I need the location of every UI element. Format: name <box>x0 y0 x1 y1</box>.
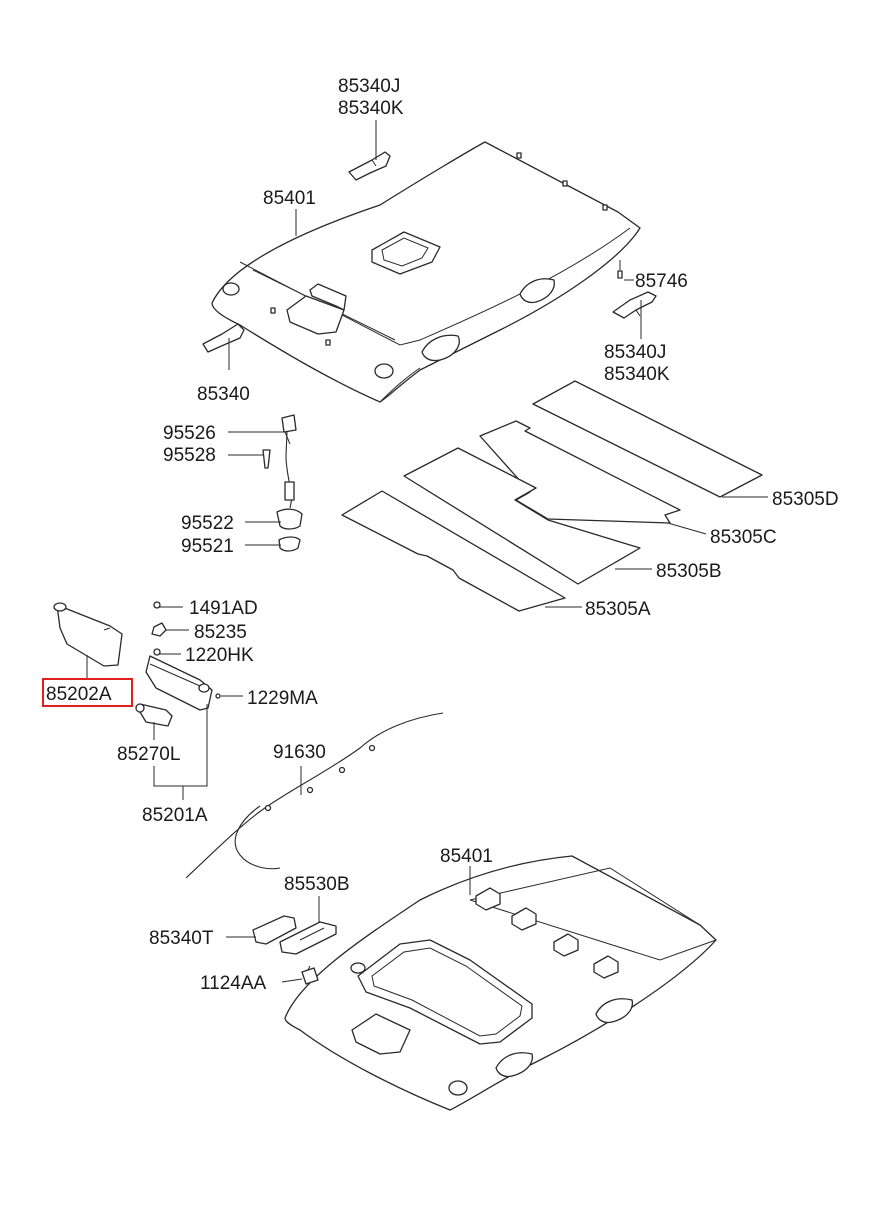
bolt-1124AA[interactable] <box>301 965 319 985</box>
antenna-harness[interactable] <box>262 414 303 552</box>
label-85305C[interactable]: 85305C <box>710 527 777 548</box>
label-85305A[interactable]: 85305A <box>585 599 651 620</box>
label-85305B[interactable]: 85305B <box>656 561 722 582</box>
roof-wiring-91630[interactable] <box>185 712 444 879</box>
label-85305D[interactable]: 85305D <box>772 489 839 510</box>
label-85270L[interactable]: 85270L <box>117 744 180 765</box>
label-85530B[interactable]: 85530B <box>284 874 350 895</box>
label-95528[interactable]: 95528 <box>163 445 216 466</box>
assist-handle-top[interactable] <box>348 151 391 181</box>
headlining-top[interactable] <box>211 141 641 403</box>
label-85401-bottom[interactable]: 85401 <box>440 846 493 867</box>
label-85340K-top[interactable]: 85340K <box>338 98 404 119</box>
pad-85305A[interactable] <box>341 490 566 612</box>
label-1491AD[interactable]: 1491AD <box>189 598 258 619</box>
label-85235[interactable]: 85235 <box>194 622 247 643</box>
visor-bracket-85235[interactable] <box>151 601 221 699</box>
leader-lines <box>86 120 768 983</box>
highlight-box <box>42 678 133 707</box>
label-91630[interactable]: 91630 <box>273 742 326 763</box>
label-1229MA[interactable]: 1229MA <box>247 688 318 709</box>
label-1124AA[interactable]: 1124AA <box>200 973 267 994</box>
label-85340J-top[interactable]: 85340J <box>338 76 400 97</box>
label-95526[interactable]: 95526 <box>163 423 216 444</box>
assist-handle-right[interactable] <box>612 291 657 319</box>
label-85340J-right[interactable]: 85340J <box>604 342 666 363</box>
label-95522[interactable]: 95522 <box>181 513 234 534</box>
sunvisor-85201A[interactable] <box>145 655 213 711</box>
label-85746[interactable]: 85746 <box>635 271 688 292</box>
pad-85305D[interactable] <box>532 380 763 498</box>
label-85340T[interactable]: 85340T <box>149 928 214 949</box>
screw-85746[interactable] <box>617 260 623 279</box>
label-95521[interactable]: 95521 <box>181 536 234 557</box>
label-85340K-right[interactable]: 85340K <box>604 364 670 385</box>
label-85401-top[interactable]: 85401 <box>263 188 316 209</box>
label-85202A[interactable]: 85202A <box>46 684 112 705</box>
bracket-85530B[interactable] <box>279 921 337 955</box>
visor-holder-85270L[interactable] <box>135 703 173 727</box>
assist-handle-85340T[interactable] <box>252 915 297 945</box>
pad-85305B[interactable] <box>403 447 641 585</box>
assist-handle-left[interactable] <box>202 323 245 353</box>
label-1220HK[interactable]: 1220HK <box>185 645 254 666</box>
label-85340[interactable]: 85340 <box>197 384 250 405</box>
sunvisor-85202A[interactable] <box>53 602 123 667</box>
headlining-bottom[interactable] <box>284 855 717 1111</box>
label-85201A[interactable]: 85201A <box>142 805 208 826</box>
part-labels: 85340J 85340K 85401 85746 85340J 85340K … <box>46 76 839 994</box>
